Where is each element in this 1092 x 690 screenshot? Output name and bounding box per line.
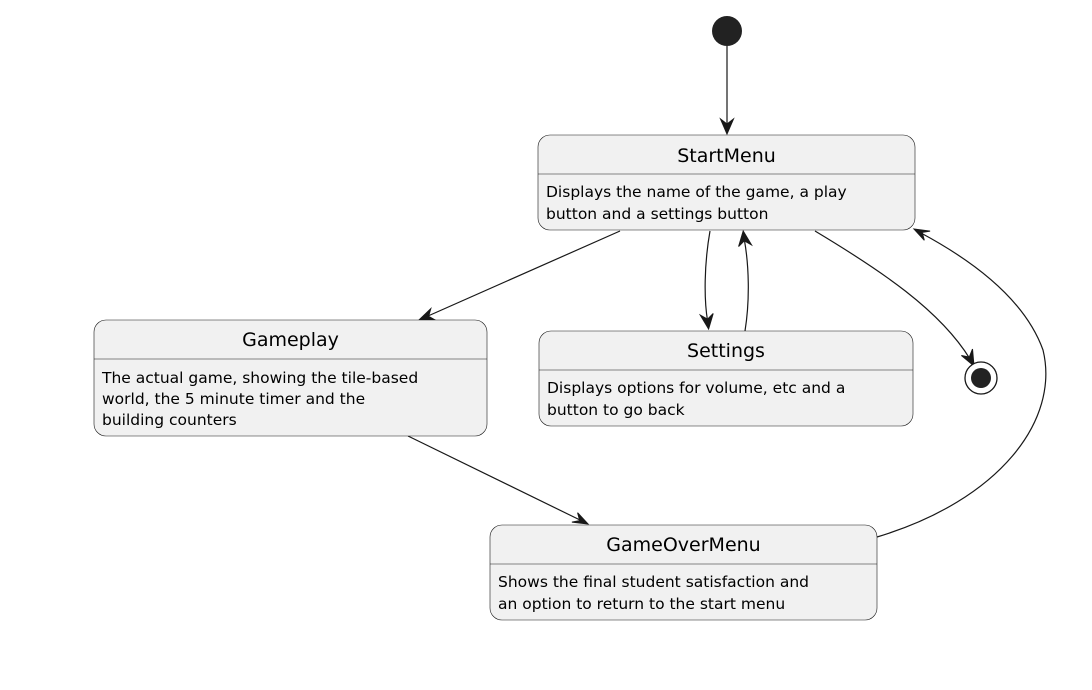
state-gameplay-title: Gameplay — [242, 329, 339, 351]
state-gameovermenu-title: GameOverMenu — [606, 534, 760, 556]
transition-startmenu-to-settings — [698, 230, 714, 331]
transition-startmenu-to-final — [814, 230, 975, 368]
transition-gameovermenu-to-startmenu — [876, 228, 1047, 538]
state-startmenu-description-line: button and a settings button — [546, 205, 768, 223]
state-gameovermenu: GameOverMenu Shows the final student sat… — [489, 524, 878, 621]
state-settings-description-line: button to go back — [547, 401, 685, 419]
transition-settings-to-startmenu — [738, 229, 753, 332]
state-settings-description-line: Displays options for volume, etc and a — [547, 379, 845, 397]
state-gameplay: Gameplay The actual game, showing the ti… — [93, 319, 488, 437]
state-gameovermenu-description-line: Shows the final student satisfaction and — [498, 573, 809, 591]
transition-startmenu-to-gameplay — [417, 230, 621, 321]
state-gameplay-description-line: The actual game, showing the tile-based — [101, 369, 418, 387]
transition-gameplay-to-gameovermenu — [407, 435, 590, 525]
state-gameplay-description-line: world, the 5 minute timer and the — [102, 390, 365, 408]
state-settings-title: Settings — [687, 340, 765, 362]
state-gameovermenu-description-line: an option to return to the start menu — [498, 595, 785, 613]
state-settings: Settings Displays options for volume, et… — [538, 330, 914, 427]
state-startmenu-title: StartMenu — [677, 145, 776, 167]
transition-initial-to-startmenu — [719, 46, 735, 136]
state-startmenu-description-line: Displays the name of the game, a play — [546, 183, 847, 201]
state-startmenu: StartMenu Displays the name of the game,… — [537, 134, 916, 231]
final-state-node — [964, 361, 998, 395]
state-gameplay-description-line: building counters — [102, 411, 237, 429]
initial-state-node — [712, 16, 742, 46]
